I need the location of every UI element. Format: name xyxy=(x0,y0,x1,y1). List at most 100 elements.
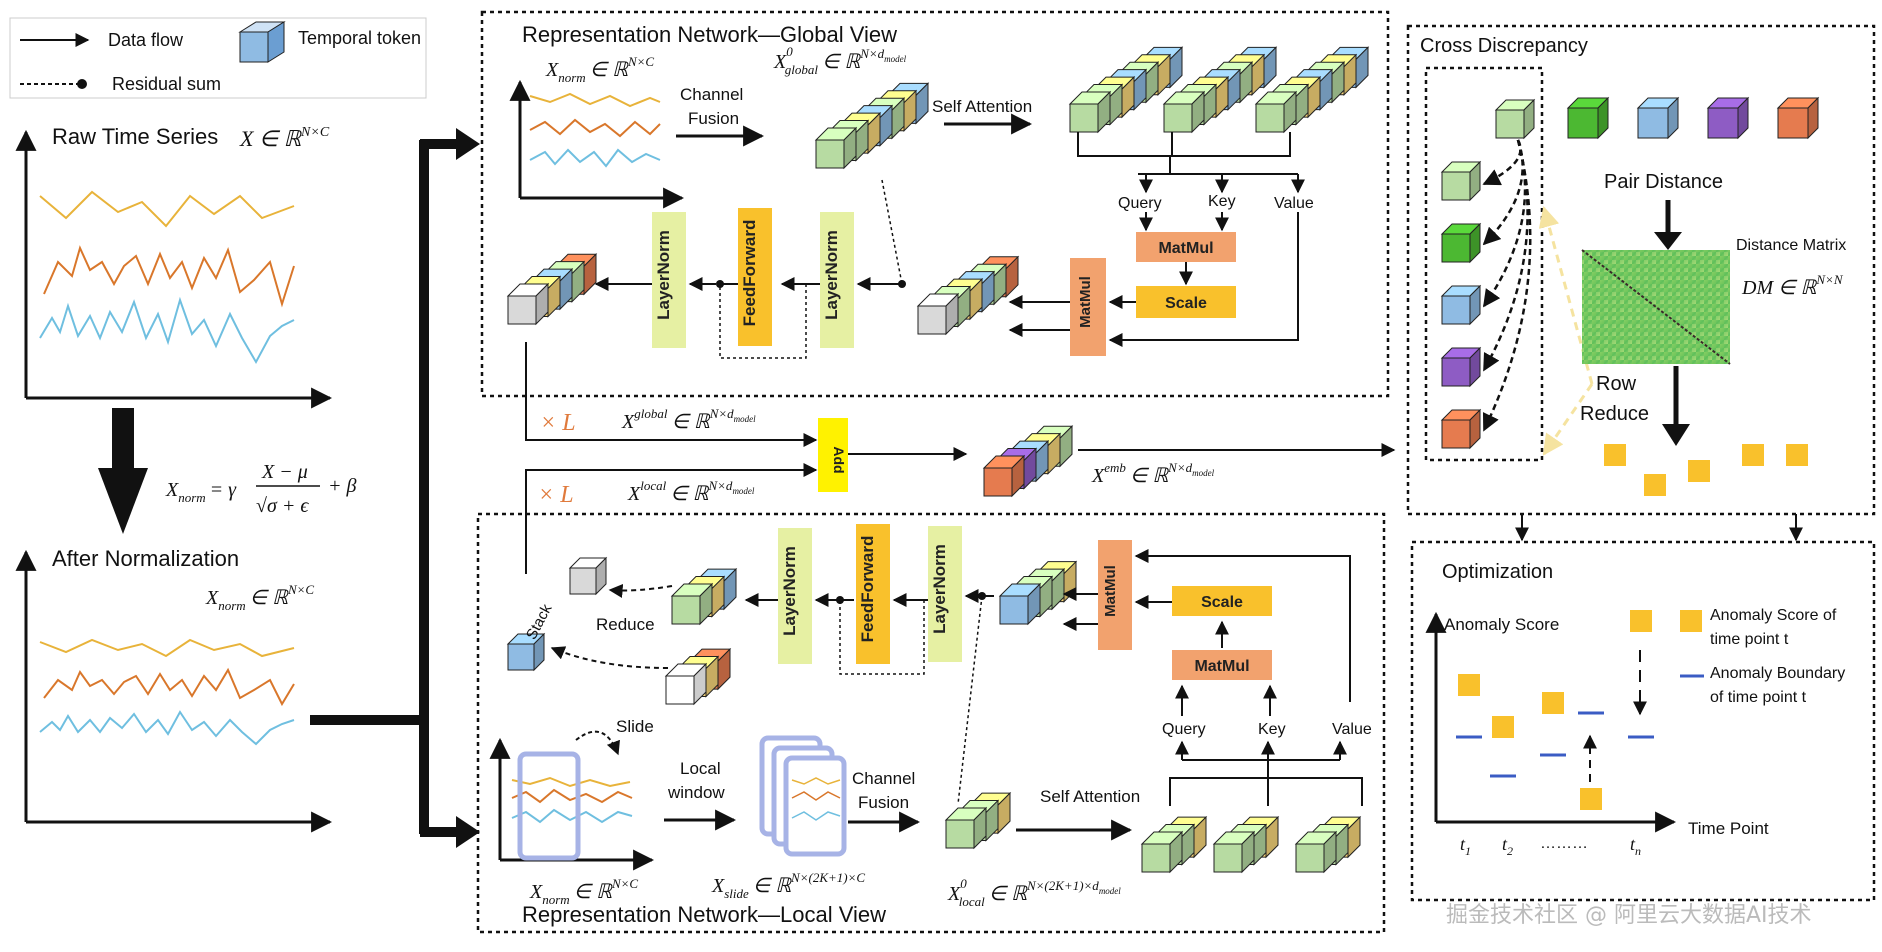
anchor-token xyxy=(1494,98,1536,140)
normalization-formula: Xnorm= γ X − μ √σ + ϵ + β xyxy=(165,461,356,517)
global-scale-block xyxy=(1136,286,1236,318)
after-normalization-title: After Normalization xyxy=(52,546,239,571)
svg-text:Stack: Stack xyxy=(523,601,556,643)
row-token xyxy=(1636,96,1680,140)
cross-discrepancy-title: Cross Discrepancy xyxy=(1420,35,1588,57)
stacked-windows xyxy=(759,735,847,857)
compared-token xyxy=(1440,408,1482,450)
times-l-local: × L xyxy=(538,482,574,508)
optimization-title: Optimization xyxy=(1442,561,1553,583)
global-token-stack xyxy=(814,82,930,170)
token-cube xyxy=(944,806,988,850)
token-cube xyxy=(670,582,714,626)
local-scale-block xyxy=(1172,586,1272,616)
reduced-score-square xyxy=(1688,460,1710,482)
legend-residual-sum: Residual sum xyxy=(112,74,221,94)
svg-text:Xnorm= γ: Xnorm= γ xyxy=(165,479,237,505)
watermark: 掘金技术社区 @ 阿里云大数据AI技术 xyxy=(1446,903,1812,928)
cross-discrepancy-tokens xyxy=(1440,96,1820,450)
svg-text:Anomaly Score: Anomaly Score xyxy=(1444,615,1559,634)
after-normalization-math: Xnorm∈ ℝN×C xyxy=(205,582,314,613)
pair-distance-arrow xyxy=(1482,139,1529,372)
local-layernorm-1 xyxy=(778,528,812,664)
local-layernorm-2 xyxy=(928,526,962,662)
global-attention-output-stack xyxy=(916,255,1020,336)
svg-text:Fusion: Fusion xyxy=(858,793,909,812)
svg-text:Self Attention: Self Attention xyxy=(932,97,1032,116)
svg-text:Reduce: Reduce xyxy=(1580,403,1649,425)
token-cube xyxy=(1254,90,1298,134)
local-qkv-token-stacks xyxy=(1140,815,1362,874)
svg-text:Scale: Scale xyxy=(1165,295,1207,312)
svg-text:Key: Key xyxy=(1208,193,1236,210)
svg-text:Pair Distance: Pair Distance xyxy=(1604,171,1723,193)
compared-token xyxy=(1440,284,1482,326)
svg-text:LayerNorm: LayerNorm xyxy=(780,546,799,636)
token-cube xyxy=(1212,830,1256,874)
slide-window-frame xyxy=(517,751,581,861)
local-matmul-block xyxy=(1172,650,1272,680)
global-view-title: Representation Network—Global View xyxy=(522,22,897,47)
svg-text:Anomaly Boundary: Anomaly Boundary xyxy=(1710,665,1845,682)
reduced-score-square xyxy=(1604,444,1626,466)
global-matmul-block xyxy=(1136,232,1236,262)
svg-text:time point t: time point t xyxy=(1710,631,1789,648)
svg-text:√σ + ϵ: √σ + ϵ xyxy=(256,495,309,517)
svg-text:Row: Row xyxy=(1596,373,1637,395)
global-view-panel: Representation Network—Global View Xnorm… xyxy=(480,10,1390,398)
svg-text:LayerNorm: LayerNorm xyxy=(822,230,841,320)
pair-distance-arrow xyxy=(1482,139,1524,246)
row-token xyxy=(1776,96,1820,140)
normalization-arrow xyxy=(98,408,148,534)
svg-text:Value: Value xyxy=(1332,721,1372,738)
dm-math: DM ∈ ℝN×N xyxy=(1741,272,1844,299)
reduced-score-square xyxy=(1742,444,1764,466)
compared-token xyxy=(1440,160,1482,202)
local-feedforward xyxy=(856,524,890,664)
token-cube xyxy=(1294,830,1338,874)
token-cube xyxy=(814,126,858,170)
pair-distance-arrow xyxy=(1482,139,1522,186)
local-view-title: Representation Network—Local View xyxy=(522,902,886,927)
global-layernorm-2 xyxy=(820,212,854,348)
token-cube xyxy=(982,454,1026,498)
raw-series-math: X ∈ ℝN×C xyxy=(239,125,330,151)
raw-time-series-panel: Raw Time Series X ∈ ℝN×C xyxy=(15,124,333,409)
global-xnorm-math: Xnorm∈ ℝN×C xyxy=(545,54,654,85)
pair-distance-arrows xyxy=(1482,139,1532,432)
svg-text:X − μ: X − μ xyxy=(261,461,308,483)
token-cube xyxy=(998,582,1042,626)
legend: Data flow Residual sum Temporal token xyxy=(9,17,427,99)
reduced-score-squares xyxy=(1604,444,1808,496)
svg-text:Slide: Slide xyxy=(616,717,654,736)
legend-data-flow: Data flow xyxy=(108,30,184,50)
add-block xyxy=(818,418,848,492)
stack-token-blue xyxy=(506,632,546,672)
anomaly-score-legend-swatch xyxy=(1680,610,1702,632)
after-normalization-panel: After Normalization Xnorm∈ ℝN×C xyxy=(15,546,333,833)
embedding-token-stack xyxy=(982,425,1074,498)
reduced-score-square xyxy=(1786,444,1808,466)
distance-matrix-heatmap xyxy=(1582,250,1730,364)
svg-text:LayerNorm: LayerNorm xyxy=(930,544,949,634)
token-cube xyxy=(1162,90,1206,134)
raw-series-title: Raw Time Series xyxy=(52,124,218,149)
svg-text:Key: Key xyxy=(1258,721,1286,738)
svg-text:window: window xyxy=(667,783,725,802)
svg-text:Fusion: Fusion xyxy=(688,109,739,128)
global-matmul-side-block xyxy=(1070,258,1106,356)
compared-token xyxy=(1440,222,1482,264)
svg-text:tn: tn xyxy=(1630,834,1641,858)
distribution-arrow xyxy=(310,128,480,848)
legend-temporal-token: Temporal token xyxy=(298,28,421,48)
pair-distance-arrow xyxy=(1482,139,1532,432)
svg-text:of time point t: of time point t xyxy=(1710,689,1807,706)
svg-text:+ β: + β xyxy=(328,475,356,497)
local-output-stack xyxy=(506,556,738,706)
middle-fusion: × L Xglobal∈ ℝN×dmodel × L Xlocal∈ ℝN×dm… xyxy=(525,342,1396,574)
xglobal-math: Xglobal∈ ℝN×dmodel xyxy=(621,406,756,433)
svg-text:Value: Value xyxy=(1274,195,1314,212)
